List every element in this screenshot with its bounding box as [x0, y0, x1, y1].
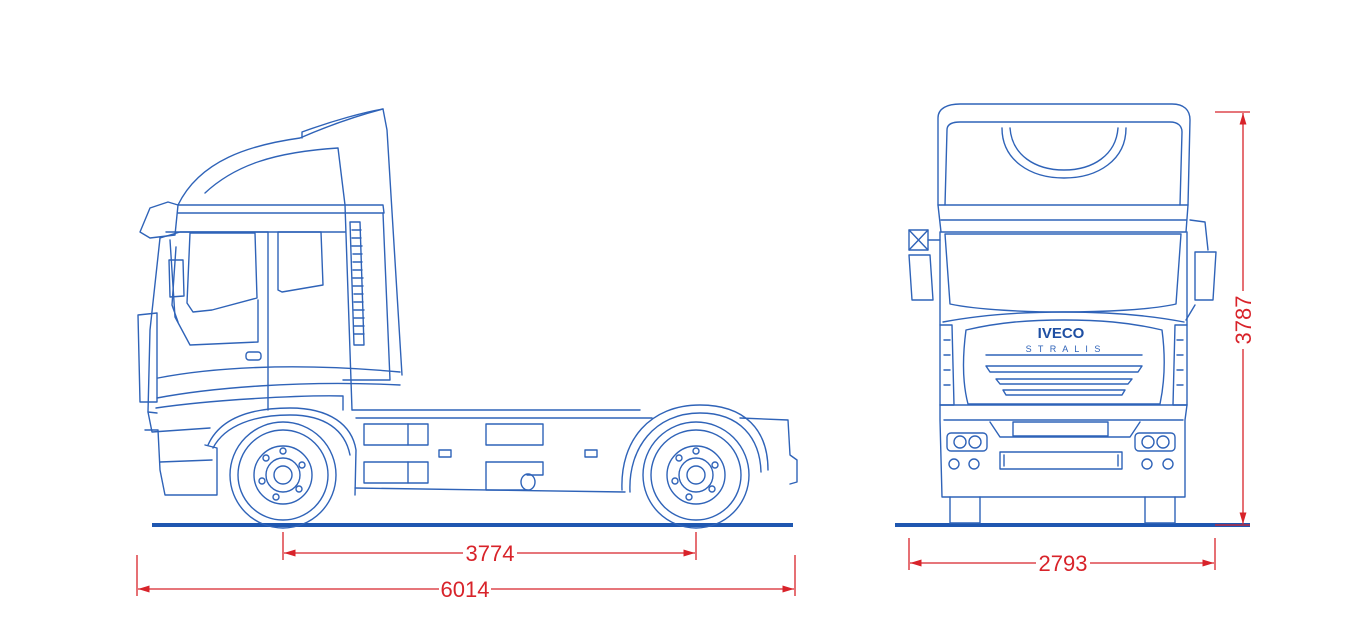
overall-height-dimension: 3787	[1215, 111, 1256, 526]
overall-width-dimension: 2793	[908, 538, 1216, 576]
side-rear-wheel	[642, 421, 750, 529]
side-view: 3774 6014	[136, 108, 798, 602]
overall-width-label: 2793	[1039, 551, 1088, 576]
side-cab	[137, 108, 403, 496]
front-view: IVECO S T R A L I S 2793 3787	[895, 103, 1256, 576]
side-front-wheel	[229, 421, 337, 529]
front-cab	[908, 103, 1217, 524]
wheelbase-dimension: 3774	[282, 532, 697, 566]
model-badge: S T R A L I S	[1026, 344, 1103, 354]
side-chassis	[351, 404, 798, 493]
brand-logo: IVECO	[1038, 325, 1085, 342]
overall-length-dimension: 6014	[136, 555, 796, 602]
overall-length-label: 6014	[441, 577, 490, 602]
side-cab-vent	[349, 221, 365, 346]
overall-height-label: 3787	[1231, 296, 1256, 345]
wheelbase-label: 3774	[466, 541, 515, 566]
